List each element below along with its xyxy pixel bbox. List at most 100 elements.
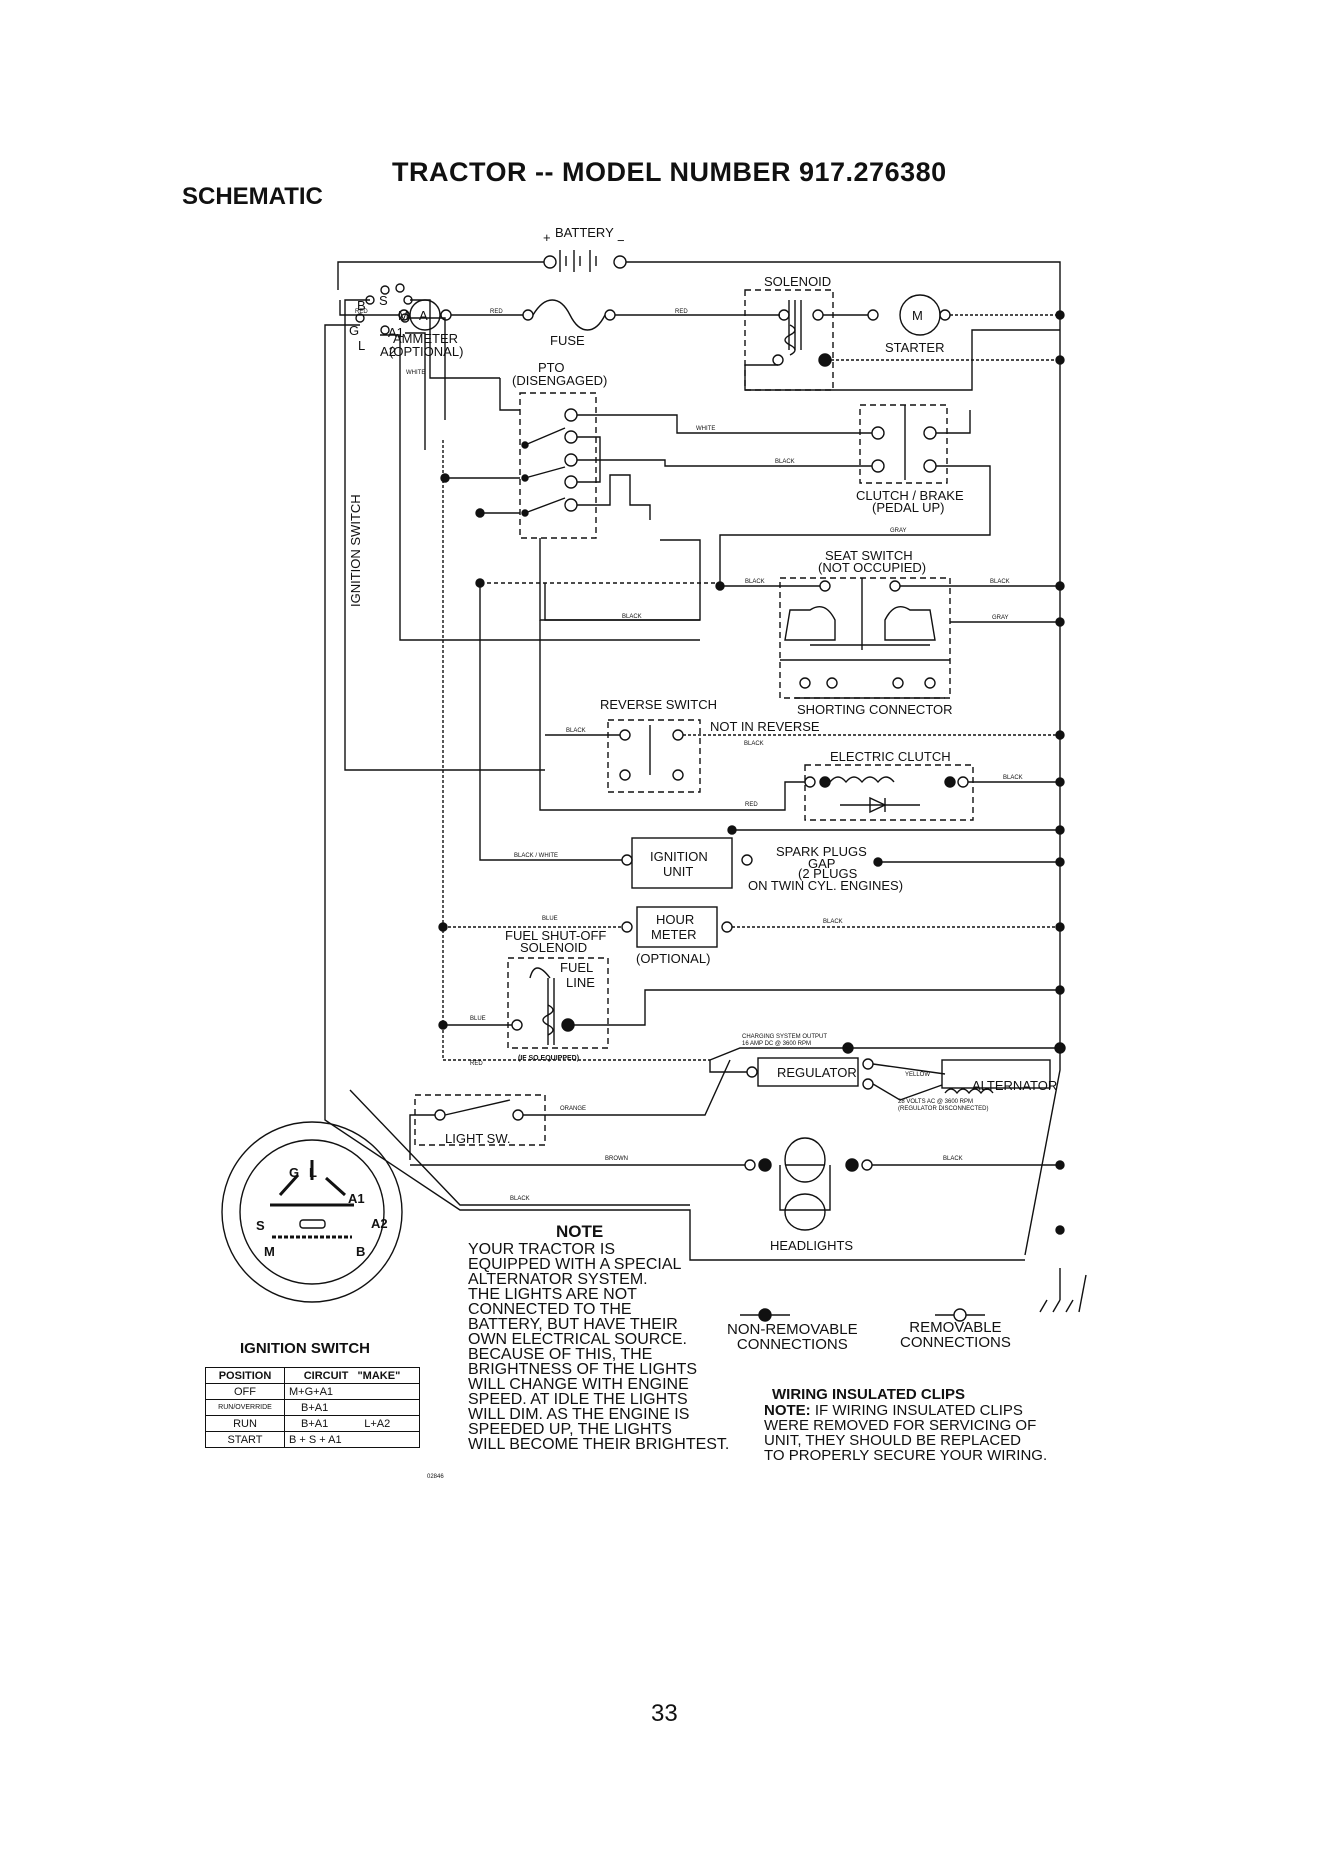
alternator-label: ALTERNATOR <box>972 1078 1057 1093</box>
svg-text:M: M <box>912 308 923 323</box>
clips-note: WIRING INSULATED CLIPS NOTE: IF WIRING I… <box>764 1386 1094 1463</box>
spark-plugs-count-label: (2 PLUGS <box>798 866 858 881</box>
wire-label-yellow: YELLOW <box>905 1072 930 1078</box>
wire-label-black: BLACK <box>745 579 765 585</box>
table-header-row: POSITION CIRCUIT "MAKE" <box>205 1367 420 1384</box>
wire-label-black: BLACK <box>775 459 795 465</box>
battery: + − BATTERY <box>543 225 627 272</box>
wire-label-red: RED <box>470 1061 483 1067</box>
solenoid-label: SOLENOID <box>764 274 831 289</box>
removable-label: REMOVABLE CONNECTIONS <box>900 1319 1011 1351</box>
shorting-connector-label: SHORTING CONNECTOR <box>797 702 953 717</box>
regulator-label: REGULATOR <box>777 1065 857 1080</box>
wire-label-blue: BLUE <box>542 916 558 922</box>
note-line: WILL BECOME THEIR BRIGHTEST. <box>468 1436 730 1453</box>
fuel-line-label: FUEL <box>560 960 593 975</box>
seat-switch <box>779 577 951 699</box>
note-line: CONNECTED TO THE <box>468 1301 632 1318</box>
svg-text:S: S <box>379 293 388 308</box>
electric-clutch <box>804 764 974 821</box>
removable-connection-symbol <box>935 1308 985 1322</box>
wire-label-white: WHITE <box>406 370 425 376</box>
wire-label-gray: GRAY <box>992 615 1009 621</box>
clutch-brake-switch <box>859 404 948 484</box>
spark-plugs-label: SPARK PLUGS <box>776 844 867 859</box>
ignition-switch-vertical-label: IGNITION SWITCH <box>348 494 363 607</box>
wire-label-red: RED <box>355 309 368 315</box>
page-number: 33 <box>651 1700 678 1727</box>
ignition-switch-caption: IGNITION SWITCH <box>240 1340 370 1357</box>
starter-label: STARTER <box>885 340 944 355</box>
hour-meter-label: HOUR <box>656 912 694 927</box>
wire-label-black: BLACK <box>566 728 586 734</box>
light-switch-label: LIGHT SW. <box>445 1131 511 1146</box>
wire-label-black: BLACK <box>990 579 1010 585</box>
clips-line-2: WERE REMOVED FOR SERVICING OF <box>764 1417 1037 1434</box>
wire-label-black-white: BLACK / WHITE <box>514 853 558 859</box>
pto-state-label: (DISENGAGED) <box>512 373 607 388</box>
wire-label-black: BLACK <box>943 1156 963 1162</box>
headlights <box>744 1137 873 1231</box>
spark-plugs-note-label: ON TWIN CYL. ENGINES) <box>748 878 903 893</box>
battery-plus-sign: + <box>543 230 551 245</box>
svg-text:M: M <box>398 308 409 323</box>
wire-label-white: WHITE <box>696 426 715 432</box>
battery-minus-sign: − <box>617 233 625 248</box>
column-header: POSITION <box>205 1367 285 1384</box>
note-heading: NOTE <box>556 1222 604 1241</box>
fuel-solenoid-label-2: SOLENOID <box>520 940 587 955</box>
svg-text:L: L <box>358 338 365 353</box>
table-row: OFF M+G+A1 <box>205 1383 420 1400</box>
ignition-unit-label: IGNITION <box>650 849 708 864</box>
not-in-reverse-label: NOT IN REVERSE <box>710 719 820 734</box>
svg-text:G: G <box>349 323 359 338</box>
wire-label-brown: BROWN <box>605 1156 628 1162</box>
clips-heading: WIRING INSULATED CLIPS <box>772 1386 966 1403</box>
pto-label: PTO <box>538 360 565 375</box>
hour-meter <box>621 906 733 948</box>
svg-text:B: B <box>356 1244 365 1259</box>
reverse-switch <box>607 719 701 793</box>
ground-symbol <box>1039 1268 1087 1313</box>
svg-text:M: M <box>264 1244 275 1259</box>
wire-label-black: BLACK <box>744 741 764 747</box>
note-line: EQUIPPED WITH A SPECIAL <box>468 1256 682 1273</box>
clutch-brake-label: CLUTCH / BRAKE <box>856 488 964 503</box>
svg-text:A2: A2 <box>380 344 396 359</box>
non-removable-connection-symbol <box>740 1308 790 1322</box>
solenoid <box>744 289 834 391</box>
wire-label-orange: ORANGE <box>560 1106 586 1112</box>
note-line: BRIGHTNESS OF THE LIGHTS <box>468 1361 698 1378</box>
note-line: ALTERNATOR SYSTEM. <box>468 1271 648 1288</box>
fuse <box>522 299 616 331</box>
electric-clutch-label: ELECTRIC CLUTCH <box>830 749 951 764</box>
headlights-label: HEADLIGHTS <box>770 1238 853 1253</box>
table-row: RUN/OVERRIDE B+A1 <box>205 1399 420 1416</box>
svg-text:B: B <box>357 298 366 313</box>
note-line: BECAUSE OF THIS, THE <box>468 1346 653 1363</box>
wire-label-black: BLACK <box>622 614 642 620</box>
battery-label: BATTERY <box>555 225 614 240</box>
wire-label-black: BLACK <box>823 919 843 925</box>
clutch-brake-state-label: (PEDAL UP) <box>872 500 944 515</box>
fuel-line-label-2: LINE <box>566 975 595 990</box>
fuel-solenoid-label: FUEL SHUT-OFF <box>505 928 606 943</box>
page-title: TRACTOR -- MODEL NUMBER 917.276380 <box>392 157 947 187</box>
spark-plugs-gap-label: GAP <box>808 856 835 871</box>
wire-label-black: BLACK <box>1003 775 1023 781</box>
note-line: WILL CHANGE WITH ENGINE <box>468 1376 689 1393</box>
svg-text:L: L <box>309 1165 317 1180</box>
hour-meter-label-2: METER <box>651 927 697 942</box>
note-line: BATTERY, BUT HAVE THEIR <box>468 1316 678 1333</box>
column-header: CIRCUIT "MAKE" <box>284 1367 420 1384</box>
note-line: SPEED. AT IDLE THE LIGHTS <box>468 1391 688 1408</box>
seat-switch-state-label: (NOT OCCUPIED) <box>818 560 926 575</box>
wire-label-blue: BLUE <box>470 1016 486 1022</box>
svg-text:A: A <box>419 308 428 323</box>
note-line: YOUR TRACTOR IS <box>468 1241 615 1258</box>
reverse-switch-label: REVERSE SWITCH <box>600 697 717 712</box>
ignition-switch-table: POSITION CIRCUIT "MAKE" OFF M+G+A1 RUN/O… <box>205 1367 420 1448</box>
